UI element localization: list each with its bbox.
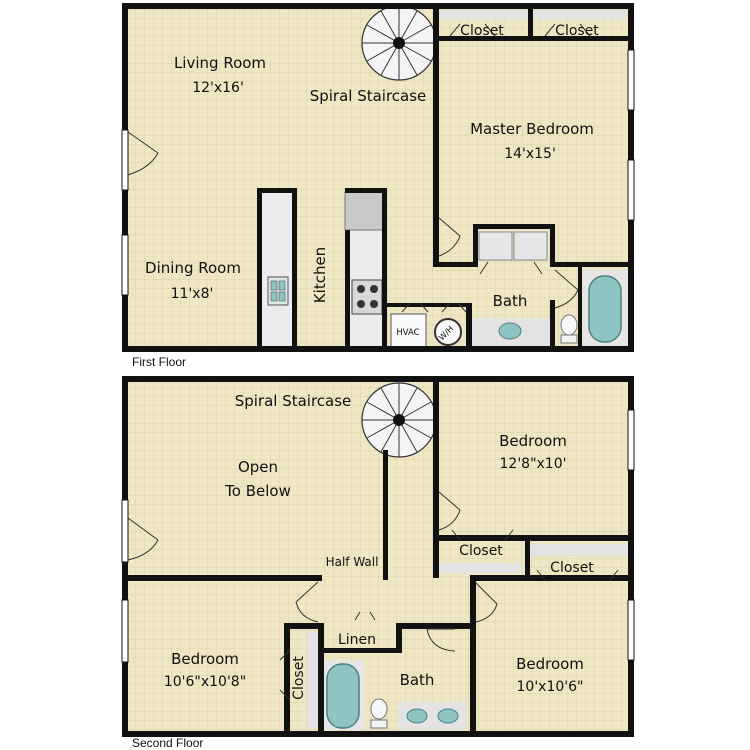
closet-se-label: Closet bbox=[550, 560, 594, 576]
bedroom-se-size: 10'x10'6" bbox=[517, 679, 584, 695]
closet-ne-label: Closet bbox=[459, 543, 503, 559]
dining-room-size: 11'x8' bbox=[171, 286, 214, 302]
bedroom-ne-size: 12'8"x10' bbox=[500, 456, 567, 472]
spiral-staircase-icon bbox=[361, 5, 437, 81]
kitchen-sink-icon bbox=[267, 276, 289, 306]
closet-label-2: Closet bbox=[555, 23, 599, 39]
closet-sw-label: Closet bbox=[291, 656, 307, 700]
bedroom-sw-label: Bedroom bbox=[171, 650, 239, 668]
closet-ne-shelf bbox=[439, 563, 521, 573]
second-floor-doors bbox=[127, 491, 619, 701]
living-room-label: Living Room bbox=[174, 54, 266, 72]
laundry-washer bbox=[478, 231, 513, 261]
first-floor-doors bbox=[127, 23, 591, 313]
first-floor-caption: First Floor bbox=[132, 355, 186, 369]
toilet-icon-2 bbox=[370, 698, 388, 729]
linen-label: Linen bbox=[338, 632, 376, 648]
closet-shelf-1 bbox=[438, 10, 530, 20]
bedroom-ne-label: Bedroom bbox=[499, 432, 567, 450]
bedroom-se-label: Bedroom bbox=[516, 655, 584, 673]
half-wall-label: Half Wall bbox=[326, 555, 379, 569]
spiral-staircase-icon-2 bbox=[361, 382, 437, 458]
second-floor: Spiral Staircase Open To Below Half Wall… bbox=[121, 376, 635, 750]
open-to-below-label-2: To Below bbox=[224, 482, 291, 500]
bath-label-2: Bath bbox=[400, 671, 435, 689]
master-bedroom-label: Master Bedroom bbox=[470, 120, 594, 138]
water-heater bbox=[434, 318, 462, 346]
closet-label-1: Closet bbox=[460, 23, 504, 39]
spiral-staircase-label-2: Spiral Staircase bbox=[235, 392, 352, 410]
kitchen-label: Kitchen bbox=[311, 247, 329, 303]
toilet-icon bbox=[560, 314, 578, 344]
hvac-label: HVAC bbox=[396, 328, 419, 338]
master-bedroom-size: 14'x15' bbox=[504, 146, 556, 162]
double-sink-icon bbox=[398, 702, 466, 730]
stove-icon bbox=[351, 279, 383, 315]
spiral-staircase-label-1: Spiral Staircase bbox=[310, 87, 427, 105]
bath-sink-icon bbox=[498, 322, 522, 340]
bathtub-icon-2 bbox=[322, 660, 364, 730]
kitchen-counter-left bbox=[262, 192, 292, 348]
second-floor-caption: Second Floor bbox=[132, 736, 203, 750]
closet-se-shelf bbox=[530, 544, 627, 556]
second-floor-windows bbox=[121, 409, 635, 663]
laundry-dryer bbox=[513, 231, 548, 261]
dining-room-label: Dining Room bbox=[145, 259, 241, 277]
bathtub-icon bbox=[583, 270, 627, 346]
bath-label-1: Bath bbox=[493, 292, 528, 310]
hvac-unit bbox=[390, 313, 427, 348]
first-floor-windows bbox=[121, 49, 635, 296]
closet-shelf-2 bbox=[534, 10, 626, 20]
refrigerator bbox=[344, 191, 384, 231]
living-room-size: 12'x16' bbox=[192, 80, 244, 96]
first-floor: Living Room 12'x16' Spiral Staircase Clo… bbox=[121, 3, 635, 369]
bedroom-sw-size: 10'6"x10'8" bbox=[164, 674, 246, 690]
open-to-below-label-1: Open bbox=[238, 458, 278, 476]
closet-sw-shelf bbox=[307, 632, 321, 728]
